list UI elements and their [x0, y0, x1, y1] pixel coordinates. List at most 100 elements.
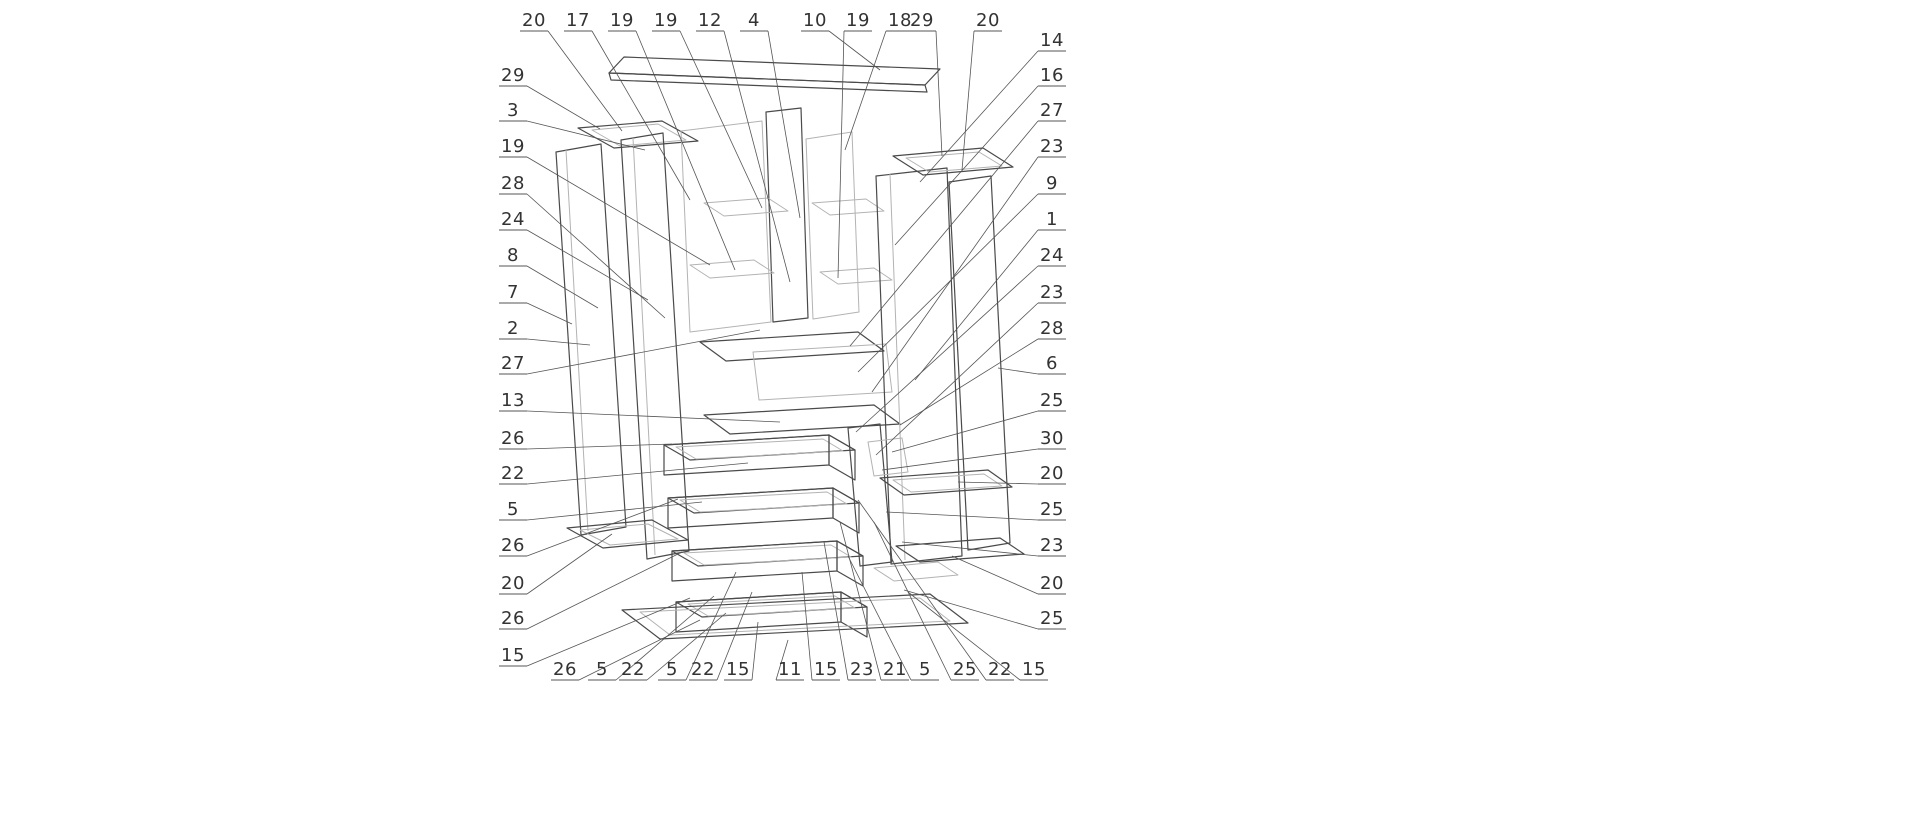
cabinet-part-outline	[680, 120, 772, 333]
part-label-25: 25	[873, 521, 979, 681]
leader-line	[751, 621, 759, 681]
part-number: 2	[507, 318, 519, 339]
leader-line	[997, 367, 1039, 375]
part-number: 1	[1046, 209, 1058, 230]
part-number: 26	[501, 428, 525, 449]
leader-line	[957, 481, 1039, 485]
cabinet-part-outline	[879, 469, 1013, 496]
cabinet-part-outline	[632, 137, 656, 556]
cabinet-part-outline	[873, 561, 959, 582]
part-label-3: 3	[499, 100, 646, 151]
part-number: 25	[953, 659, 977, 680]
part-label-25: 25	[891, 390, 1066, 453]
part-label-9: 9	[857, 173, 1066, 373]
part-label-30: 30	[881, 428, 1066, 471]
part-label-27: 27	[849, 100, 1066, 347]
part-label-20: 20	[499, 533, 613, 595]
cabinet-part-outline	[577, 120, 699, 149]
part-label-22: 22	[689, 591, 753, 681]
cabinet-part-outline	[892, 473, 1003, 493]
part-label-1: 1	[914, 209, 1066, 381]
leader-line	[935, 30, 943, 157]
cabinet-part-outline	[620, 132, 690, 560]
part-number: 29	[501, 65, 525, 86]
part-label-15: 15	[907, 591, 1048, 681]
cabinet-part-outline	[687, 595, 856, 617]
leader-line	[526, 120, 646, 151]
cabinet-part-outline	[689, 259, 775, 279]
leader-line	[855, 265, 1039, 433]
part-number: 27	[501, 353, 525, 374]
part-label-5: 5	[499, 499, 703, 521]
cabinet-part-outline	[752, 343, 893, 401]
cabinet-part-outline	[608, 72, 928, 93]
part-label-28: 28	[899, 318, 1066, 426]
leader-line	[526, 462, 749, 485]
part-number: 20	[1040, 463, 1064, 484]
cabinet-part-outline	[805, 131, 860, 320]
part-number: 7	[507, 282, 519, 303]
part-label-4: 4	[740, 10, 801, 219]
part-number: 23	[1040, 282, 1064, 303]
part-number: 22	[988, 659, 1012, 680]
leader-line	[526, 597, 691, 667]
part-label-15: 15	[724, 621, 759, 681]
leader-line	[526, 229, 649, 301]
part-number: 25	[1040, 390, 1064, 411]
part-label-17: 17	[564, 10, 691, 201]
cabinet-part-outline	[555, 143, 627, 536]
leader-line	[951, 555, 1039, 595]
part-number: 29	[910, 10, 934, 31]
leader-line	[839, 521, 882, 681]
leader-line	[716, 591, 753, 681]
leader-line	[526, 302, 573, 325]
part-label-5: 5	[588, 595, 715, 681]
cabinet-part-outline	[699, 331, 885, 362]
leader-line	[901, 541, 1039, 557]
part-number: 24	[501, 209, 525, 230]
part-number: 22	[691, 659, 715, 680]
part-label-23: 23	[901, 535, 1066, 557]
part-label-24: 24	[855, 245, 1066, 433]
part-label-2: 2	[499, 318, 591, 346]
leader-line	[767, 30, 801, 219]
part-number: 23	[1040, 136, 1064, 157]
part-label-22: 22	[499, 462, 749, 485]
part-label-26: 26	[499, 498, 679, 557]
part-label-26: 26	[551, 619, 701, 681]
part-label-16: 16	[894, 65, 1066, 246]
cabinet-part-outline	[832, 487, 860, 534]
part-number: 3	[507, 100, 519, 121]
part-number: 5	[596, 659, 608, 680]
cabinet-part-outline	[679, 491, 848, 513]
leader-line	[847, 555, 912, 681]
part-number: 23	[850, 659, 874, 680]
leader-line	[875, 302, 1039, 456]
cabinet-part-outline	[566, 519, 689, 549]
cabinet-part-outline	[683, 544, 852, 566]
leader-line	[894, 85, 1039, 246]
leader-line	[526, 156, 711, 266]
leader-line	[775, 639, 789, 681]
part-number: 15	[814, 659, 838, 680]
part-label-15: 15	[499, 597, 691, 667]
part-label-22: 22	[619, 612, 727, 681]
cabinet-part-outline	[895, 537, 1025, 563]
part-number: 19	[501, 136, 525, 157]
cabinet-part-outline	[621, 593, 969, 640]
cabinet-part-outline	[892, 147, 1014, 176]
part-number: 22	[501, 463, 525, 484]
part-label-25: 25	[903, 589, 1066, 630]
part-number: 13	[501, 390, 525, 411]
part-label-7: 7	[499, 282, 573, 325]
part-label-8: 8	[499, 245, 599, 309]
part-number: 21	[883, 659, 907, 680]
part-number: 6	[1046, 353, 1058, 374]
part-label-26: 26	[499, 428, 673, 450]
cabinet-part-outline	[579, 523, 679, 546]
part-label-19: 19	[652, 10, 763, 209]
part-number: 26	[501, 535, 525, 556]
part-label-26: 26	[499, 551, 683, 630]
cabinet-part-outline	[847, 423, 893, 567]
part-label-12: 12	[696, 10, 791, 283]
